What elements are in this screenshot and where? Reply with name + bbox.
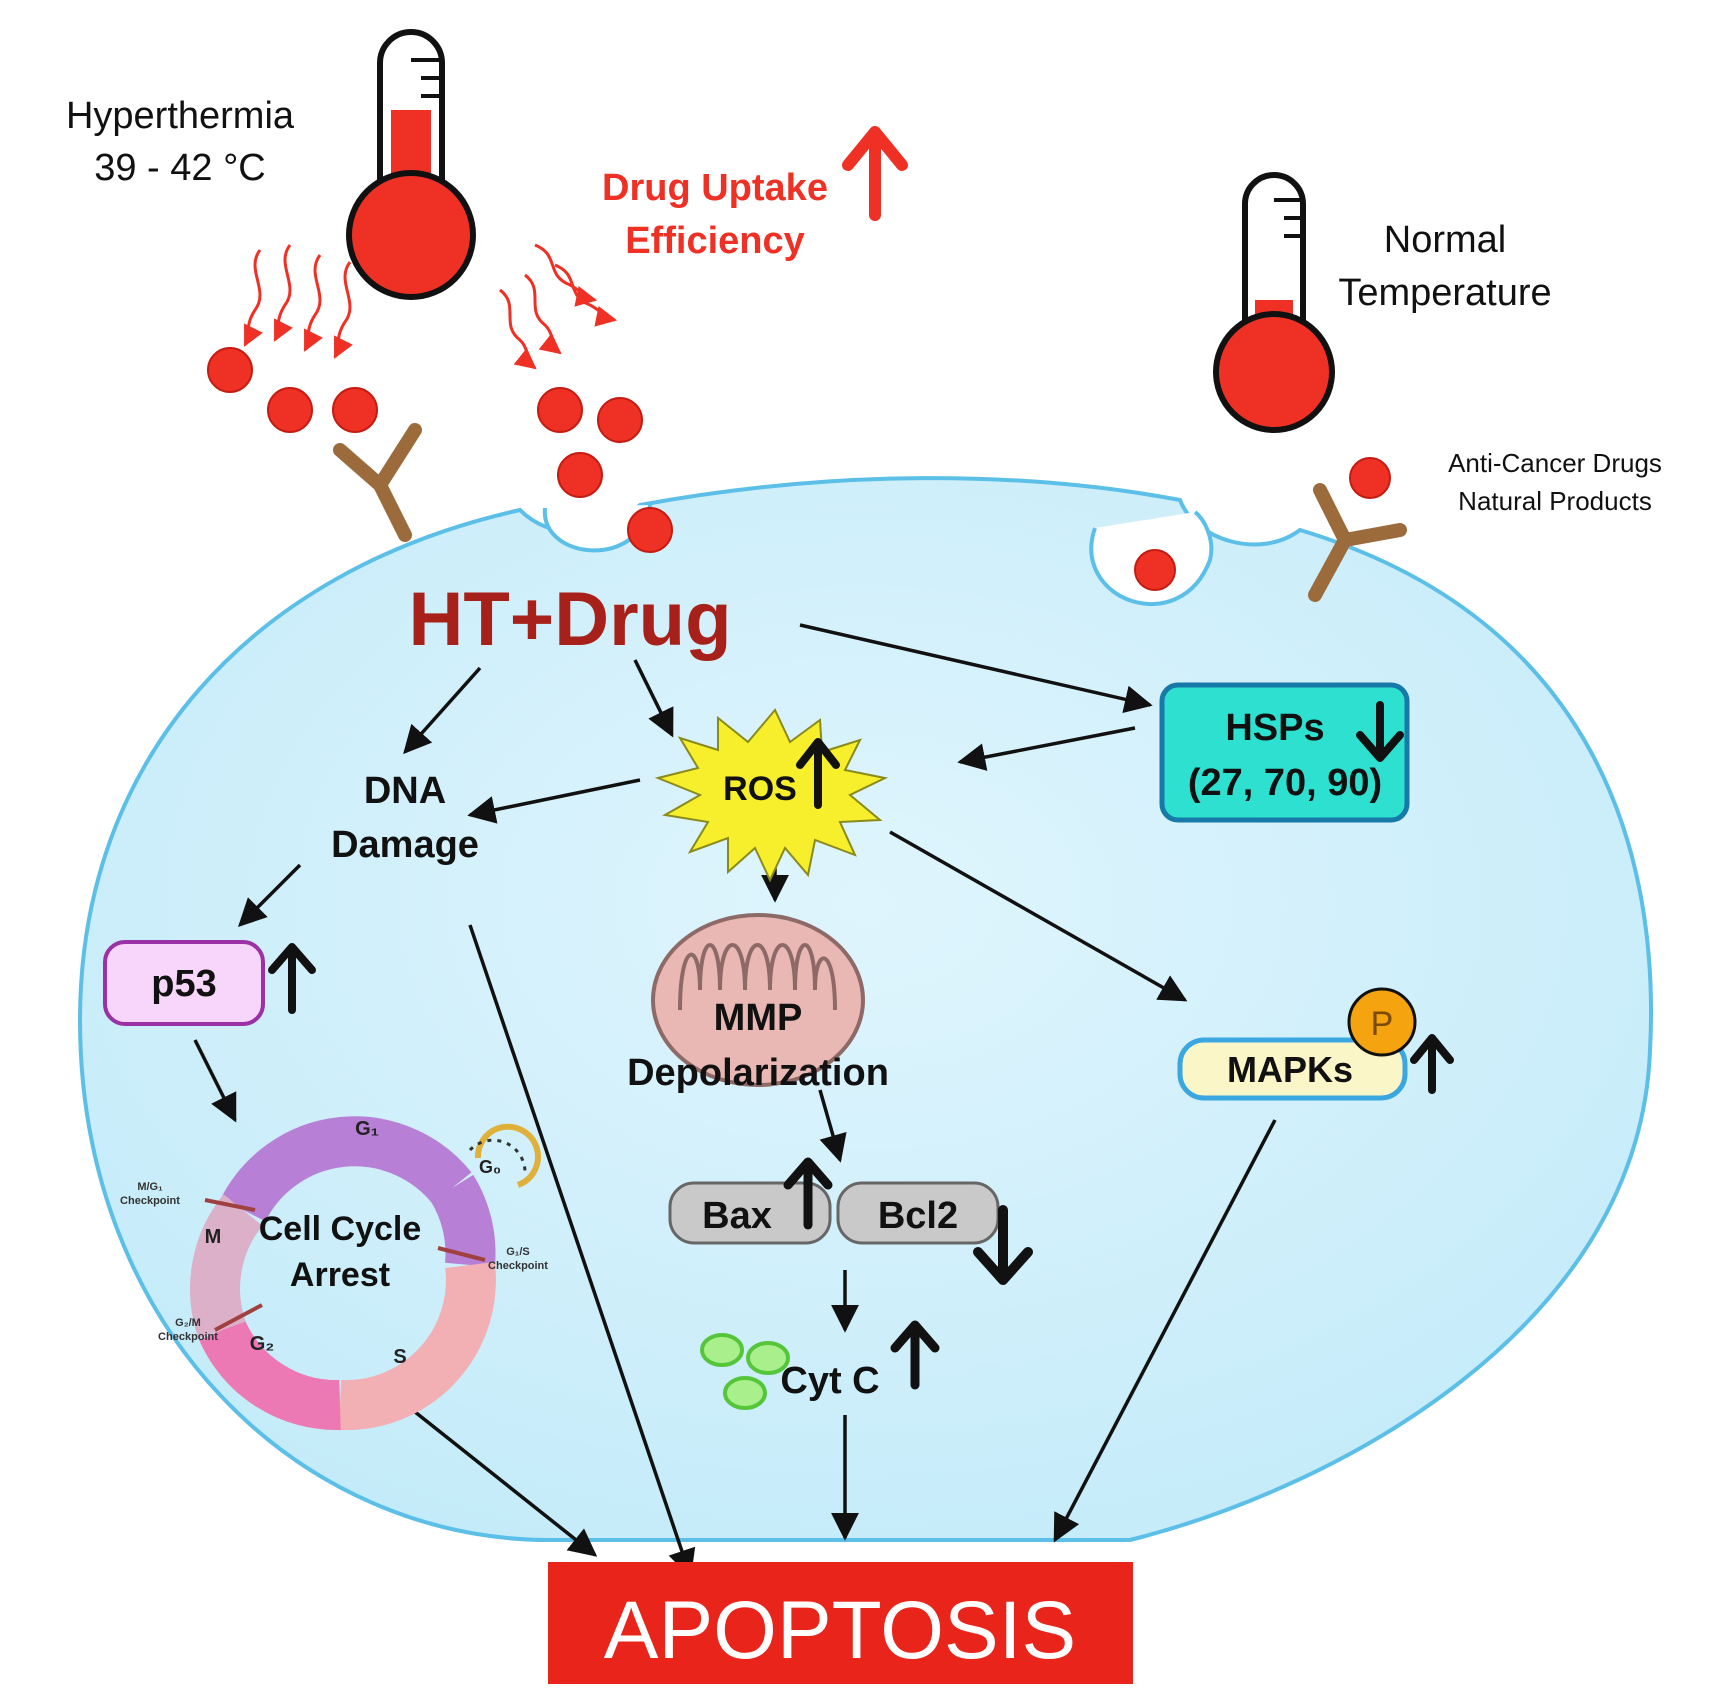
mmp-line2: Depolarization (627, 1052, 889, 1094)
apoptosis-box (548, 1562, 1133, 1684)
bcl2-down-arrow-icon (973, 1205, 1033, 1285)
cytc-vesicles-icon (700, 1333, 790, 1410)
dna-damage-line2: Damage (331, 824, 479, 866)
dna-damage-line1: DNA (364, 770, 446, 812)
cytc-up-arrow-icon (890, 1320, 940, 1390)
mmp-line1: MMP (714, 997, 803, 1039)
uptake-label-line2: Efficiency (625, 220, 805, 262)
apoptosis-label: APOPTOSIS (604, 1585, 1076, 1676)
g2m-checkpoint-label: G₂/M (175, 1317, 201, 1329)
hsps-box (1159, 682, 1410, 823)
g2m-checkpoint-marker (214, 1303, 263, 1332)
phase-g2-label: G₂ (250, 1333, 274, 1355)
bax-label: Bax (702, 1195, 772, 1237)
arrow-ros-dna (467, 778, 641, 824)
g1s-checkpoint-label: G₁/S (506, 1246, 530, 1258)
p53-box (103, 940, 265, 1026)
phospho-icon (1347, 987, 1417, 1057)
g1s-checkpoint-label-2: Checkpoint (488, 1260, 548, 1272)
normal-temp-line2: Temperature (1338, 272, 1551, 314)
mapks-label: MAPKs (1227, 1049, 1353, 1090)
ros-up-arrow-icon (796, 738, 840, 809)
arrow-mapks-apoptosis (1053, 1119, 1277, 1543)
cytc-label: Cyt C (780, 1360, 879, 1402)
drugs-label-line2: Natural Products (1458, 486, 1652, 516)
normal-temp-line1: Normal (1384, 219, 1506, 261)
hyperthermia-label: Hyperthermia (66, 95, 295, 137)
phase-m-label: M (205, 1226, 222, 1248)
hsps-label: HSPs (1225, 707, 1324, 749)
drug-particles (207, 347, 1391, 591)
arrow-mmp-baxbcl2 (818, 1089, 847, 1163)
mitochondrion-icon (651, 913, 865, 1087)
hsps-down-arrow-icon (1356, 701, 1404, 762)
normal-thermometer-icon (1213, 172, 1335, 433)
p53-up-arrow-icon (268, 943, 316, 1014)
phase-g1-label: G₁ (355, 1118, 379, 1140)
arrow-htdrug-ros (633, 659, 674, 738)
uptake-label-line1: Drug Uptake (602, 167, 828, 209)
g1s-checkpoint-marker (437, 1246, 486, 1262)
ros-label: ROS (723, 770, 797, 808)
cell-cycle-label-line1: Cell Cycle (259, 1210, 422, 1248)
drugs-label-line1: Anti-Cancer Drugs (1448, 448, 1662, 478)
p53-label: p53 (151, 963, 216, 1005)
mg1-checkpoint-label: M/G₁ (137, 1181, 163, 1193)
up-arrow-icon (842, 126, 908, 221)
phase-s-label: S (393, 1346, 406, 1368)
g2m-checkpoint-label-2: Checkpoint (158, 1331, 218, 1343)
mg1-checkpoint-marker (204, 1198, 256, 1212)
mg1-checkpoint-label-2: Checkpoint (120, 1195, 180, 1207)
g0-arc-icon (474, 1123, 541, 1188)
heat-waves-icon (243, 243, 618, 370)
receptor-left-icon (333, 423, 422, 542)
receptor-right-icon (1308, 483, 1407, 602)
mapks-up-arrow-icon (1410, 1034, 1454, 1094)
bax-box (668, 1181, 832, 1245)
hot-thermometer-icon (346, 29, 476, 300)
arrow-p53-cellcycle (193, 1039, 237, 1123)
phospho-label: P (1371, 1005, 1394, 1043)
cell-cycle-label-line2: Arrest (290, 1256, 390, 1294)
arrow-htdrug-hsps (799, 623, 1153, 714)
arrow-cellcycle-apoptosis (398, 1398, 598, 1557)
arrow-dna-p53 (238, 863, 302, 927)
hyperthermia-range: 39 - 42 °C (94, 147, 266, 189)
mapks-box (1177, 1037, 1408, 1101)
bcl2-label: Bcl2 (878, 1195, 958, 1237)
hsps-types: (27, 70, 90) (1188, 762, 1382, 804)
ht-drug-label: HT+Drug (409, 577, 732, 662)
bax-up-arrow-icon (783, 1157, 833, 1230)
arrow-ros-mapks (889, 830, 1188, 1002)
arrow-htdrug-dna (403, 666, 482, 755)
phase-g0-label: G₀ (479, 1157, 501, 1177)
arrow-dna-apoptosis (468, 924, 696, 1578)
arrow-hsps-ros (957, 726, 1136, 771)
